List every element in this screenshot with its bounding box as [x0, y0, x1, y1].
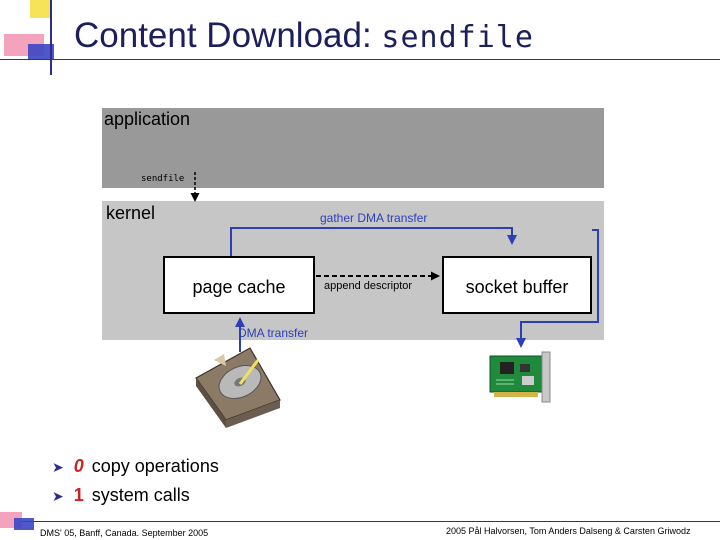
footer-authors: 2005 Pål Halvorsen, Tom Anders Dalseng &…: [446, 526, 691, 536]
hard-disk-icon: [195, 347, 281, 428]
network-card-icon: [489, 351, 551, 403]
page-cache-box: page cache: [163, 256, 315, 314]
footer-decoration-blue: [14, 518, 34, 530]
bullet-text: system calls: [91, 485, 190, 505]
socket-to-nic-arrow: [516, 229, 599, 348]
bullet-number: 1: [73, 485, 84, 505]
socket-buffer-label: socket buffer: [465, 277, 569, 297]
append-descriptor-label: append descriptor: [324, 280, 413, 292]
slide-title: Content Download: sendfile: [74, 16, 534, 56]
bullet-text: copy operations: [91, 456, 219, 476]
title-decoration-yellow: [30, 0, 50, 18]
bullet-arrow-icon: ➤: [52, 488, 64, 504]
socket-buffer-box: socket buffer: [442, 256, 592, 314]
bullet-copy-operations: ➤ 0 copy operations: [52, 456, 219, 477]
page-cache-label: page cache: [192, 277, 286, 297]
footer-conference: DMS' 05, Banff, Canada. September 2005: [40, 528, 209, 538]
gather-dma-arrow: [230, 227, 517, 256]
bullet-number: 0: [73, 456, 84, 476]
gather-dma-label: gather DMA transfer: [320, 211, 428, 225]
slide-title-code: sendfile: [381, 20, 534, 55]
bullet-system-calls: ➤ 1 system calls: [52, 485, 190, 506]
sendfile-call-label: sendfile: [141, 174, 185, 184]
application-label: application: [104, 109, 191, 129]
title-vertical-rule: [50, 0, 52, 75]
title-horizontal-rule: [0, 59, 720, 60]
kernel-label: kernel: [106, 203, 156, 223]
dma-transfer-label: DMA transfer: [238, 326, 309, 340]
application-layer: [102, 108, 604, 188]
bullet-arrow-icon: ➤: [52, 459, 64, 475]
footer-rule: [0, 521, 720, 522]
title-decoration-blue: [28, 44, 54, 60]
slide-title-text: Content Download:: [74, 16, 382, 55]
